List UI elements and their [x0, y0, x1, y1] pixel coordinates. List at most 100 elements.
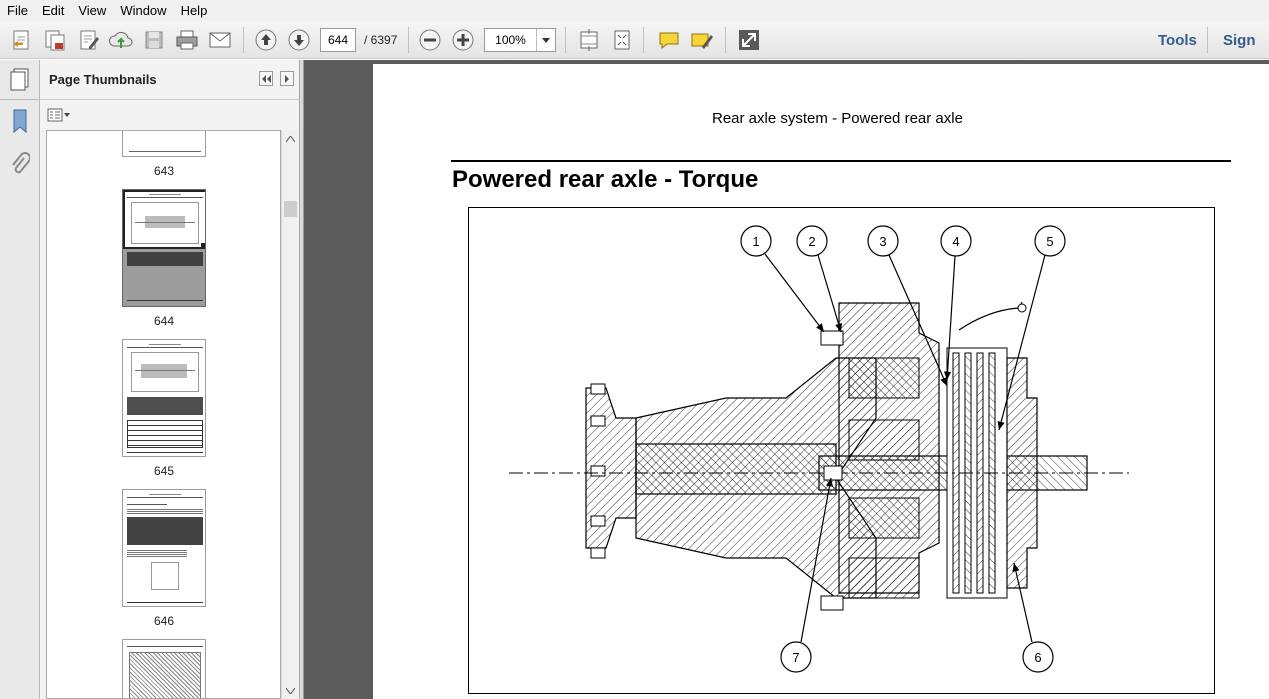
page-thumbnail-645[interactable]: [122, 339, 206, 457]
zoom-select[interactable]: [484, 28, 556, 52]
scroll-up-icon[interactable]: [286, 136, 295, 142]
save-button[interactable]: [140, 26, 168, 54]
plus-circle-icon: [452, 29, 474, 51]
callout-1: 1: [740, 225, 772, 257]
comment-icon: [659, 32, 679, 50]
page-thumbnail-644[interactable]: [122, 189, 206, 307]
callout-3: 3: [867, 225, 899, 257]
menu-view[interactable]: View: [78, 3, 107, 18]
fit-width-icon: [580, 29, 598, 51]
email-button[interactable]: [206, 26, 234, 54]
chevron-right-icon: [285, 74, 289, 83]
options-menu-icon: [47, 108, 70, 122]
toolbar-separator: [1207, 27, 1208, 53]
fit-page-button[interactable]: [608, 26, 636, 54]
svg-text:4: 4: [952, 234, 959, 249]
print-button[interactable]: [173, 26, 201, 54]
sign-link[interactable]: Sign: [1223, 32, 1256, 49]
thumbnail-scrollbar[interactable]: [281, 130, 298, 699]
toolbar: / 6397 Tools Sign: [0, 21, 1269, 59]
callout-6: 6: [1022, 641, 1054, 673]
expand-panel-button[interactable]: [280, 71, 294, 86]
page-thumbnail-647[interactable]: [122, 639, 206, 698]
minus-circle-icon: [419, 29, 441, 51]
edit-pdf-button[interactable]: [75, 26, 103, 54]
panel-splitter[interactable]: [300, 60, 304, 699]
cloud-upload-icon: [108, 31, 133, 48]
thumbnail-options-button[interactable]: [47, 107, 71, 123]
callout-4: 4: [940, 225, 972, 257]
full-screen-button[interactable]: [735, 26, 763, 54]
upload-button[interactable]: [107, 26, 135, 54]
divider: [0, 99, 40, 100]
menu-window[interactable]: Window: [120, 3, 167, 18]
arrow-up-icon: [255, 29, 277, 51]
thumbnail-label-646: 646: [153, 614, 175, 628]
thumbnail-list: 643 644 645: [46, 130, 281, 699]
zoom-in-button[interactable]: [449, 26, 477, 54]
expand-icon: [739, 30, 759, 50]
double-chevron-left-icon: [262, 74, 271, 83]
running-header: Rear axle system - Powered rear axle: [712, 110, 963, 127]
panel-title: Page Thumbnails: [49, 72, 157, 87]
combine-files-button[interactable]: [41, 26, 69, 54]
document-viewport[interactable]: Rear axle system - Powered rear axle Pow…: [304, 60, 1269, 699]
highlight-button[interactable]: [688, 26, 716, 54]
toolbar-separator: [243, 27, 244, 53]
page-thumbnail-643[interactable]: [122, 131, 206, 157]
previous-page-button[interactable]: [252, 26, 280, 54]
callout-7: 7: [780, 641, 812, 673]
svg-text:6: 6: [1034, 650, 1041, 665]
create-pdf-icon: [13, 30, 29, 50]
highlight-pen-icon: [691, 33, 713, 49]
toolbar-separator: [643, 27, 644, 53]
menu-edit[interactable]: Edit: [41, 3, 65, 18]
thumbnail-label-644: 644: [153, 314, 175, 328]
attachments-icon[interactable]: [6, 150, 34, 180]
page-title: Powered rear axle - Torque: [452, 166, 759, 193]
page-number-input[interactable]: [320, 28, 356, 52]
page-total: / 6397: [364, 33, 398, 47]
axle-cross-section-figure: 1 2 3 4 5: [468, 207, 1215, 694]
page-thumbnails-icon[interactable]: [6, 64, 34, 94]
callout-2: 2: [796, 225, 828, 257]
thumbnail-label-643: 643: [153, 164, 175, 178]
edit-pdf-icon: [80, 30, 99, 50]
header-rule: [451, 160, 1231, 162]
fit-page-icon: [614, 30, 630, 50]
next-page-button[interactable]: [285, 26, 313, 54]
page-thumbnail-646[interactable]: [122, 489, 206, 607]
page-thumbnails-panel: Page Thumbnails 643 644: [40, 60, 300, 699]
create-pdf-button[interactable]: [8, 26, 36, 54]
toolbar-separator: [725, 27, 726, 53]
pdf-page: Rear axle system - Powered rear axle Pow…: [373, 64, 1269, 699]
svg-text:7: 7: [792, 650, 799, 665]
menu-bar: File Edit View Window Help: [0, 0, 1269, 21]
scrollbar-thumb[interactable]: [284, 201, 297, 217]
svg-text:3: 3: [879, 234, 886, 249]
menu-file[interactable]: File: [7, 3, 28, 18]
envelope-icon: [209, 32, 231, 48]
bookmarks-icon[interactable]: [6, 106, 34, 136]
svg-text:2: 2: [808, 234, 815, 249]
panel-header: Page Thumbnails: [40, 60, 300, 100]
toolbar-separator: [565, 27, 566, 53]
scrolling-mode-button[interactable]: [575, 26, 603, 54]
callout-5: 5: [1034, 225, 1066, 257]
chevron-down-icon[interactable]: [537, 29, 555, 51]
scroll-down-icon[interactable]: [286, 688, 295, 694]
toolbar-separator: [408, 27, 409, 53]
menu-help[interactable]: Help: [180, 3, 208, 18]
save-icon: [145, 31, 163, 49]
collapse-panel-button[interactable]: [259, 71, 273, 86]
navigation-pane-strip: [0, 60, 40, 699]
svg-text:5: 5: [1046, 234, 1053, 249]
comment-button[interactable]: [655, 26, 683, 54]
zoom-out-button[interactable]: [416, 26, 444, 54]
axle-diagram: 1 2 3 4 5: [509, 225, 1129, 673]
thumbnail-label-645: 645: [153, 464, 175, 478]
arrow-down-icon: [288, 29, 310, 51]
zoom-input[interactable]: [485, 29, 537, 51]
tools-link[interactable]: Tools: [1158, 32, 1197, 49]
svg-text:1: 1: [752, 234, 759, 249]
